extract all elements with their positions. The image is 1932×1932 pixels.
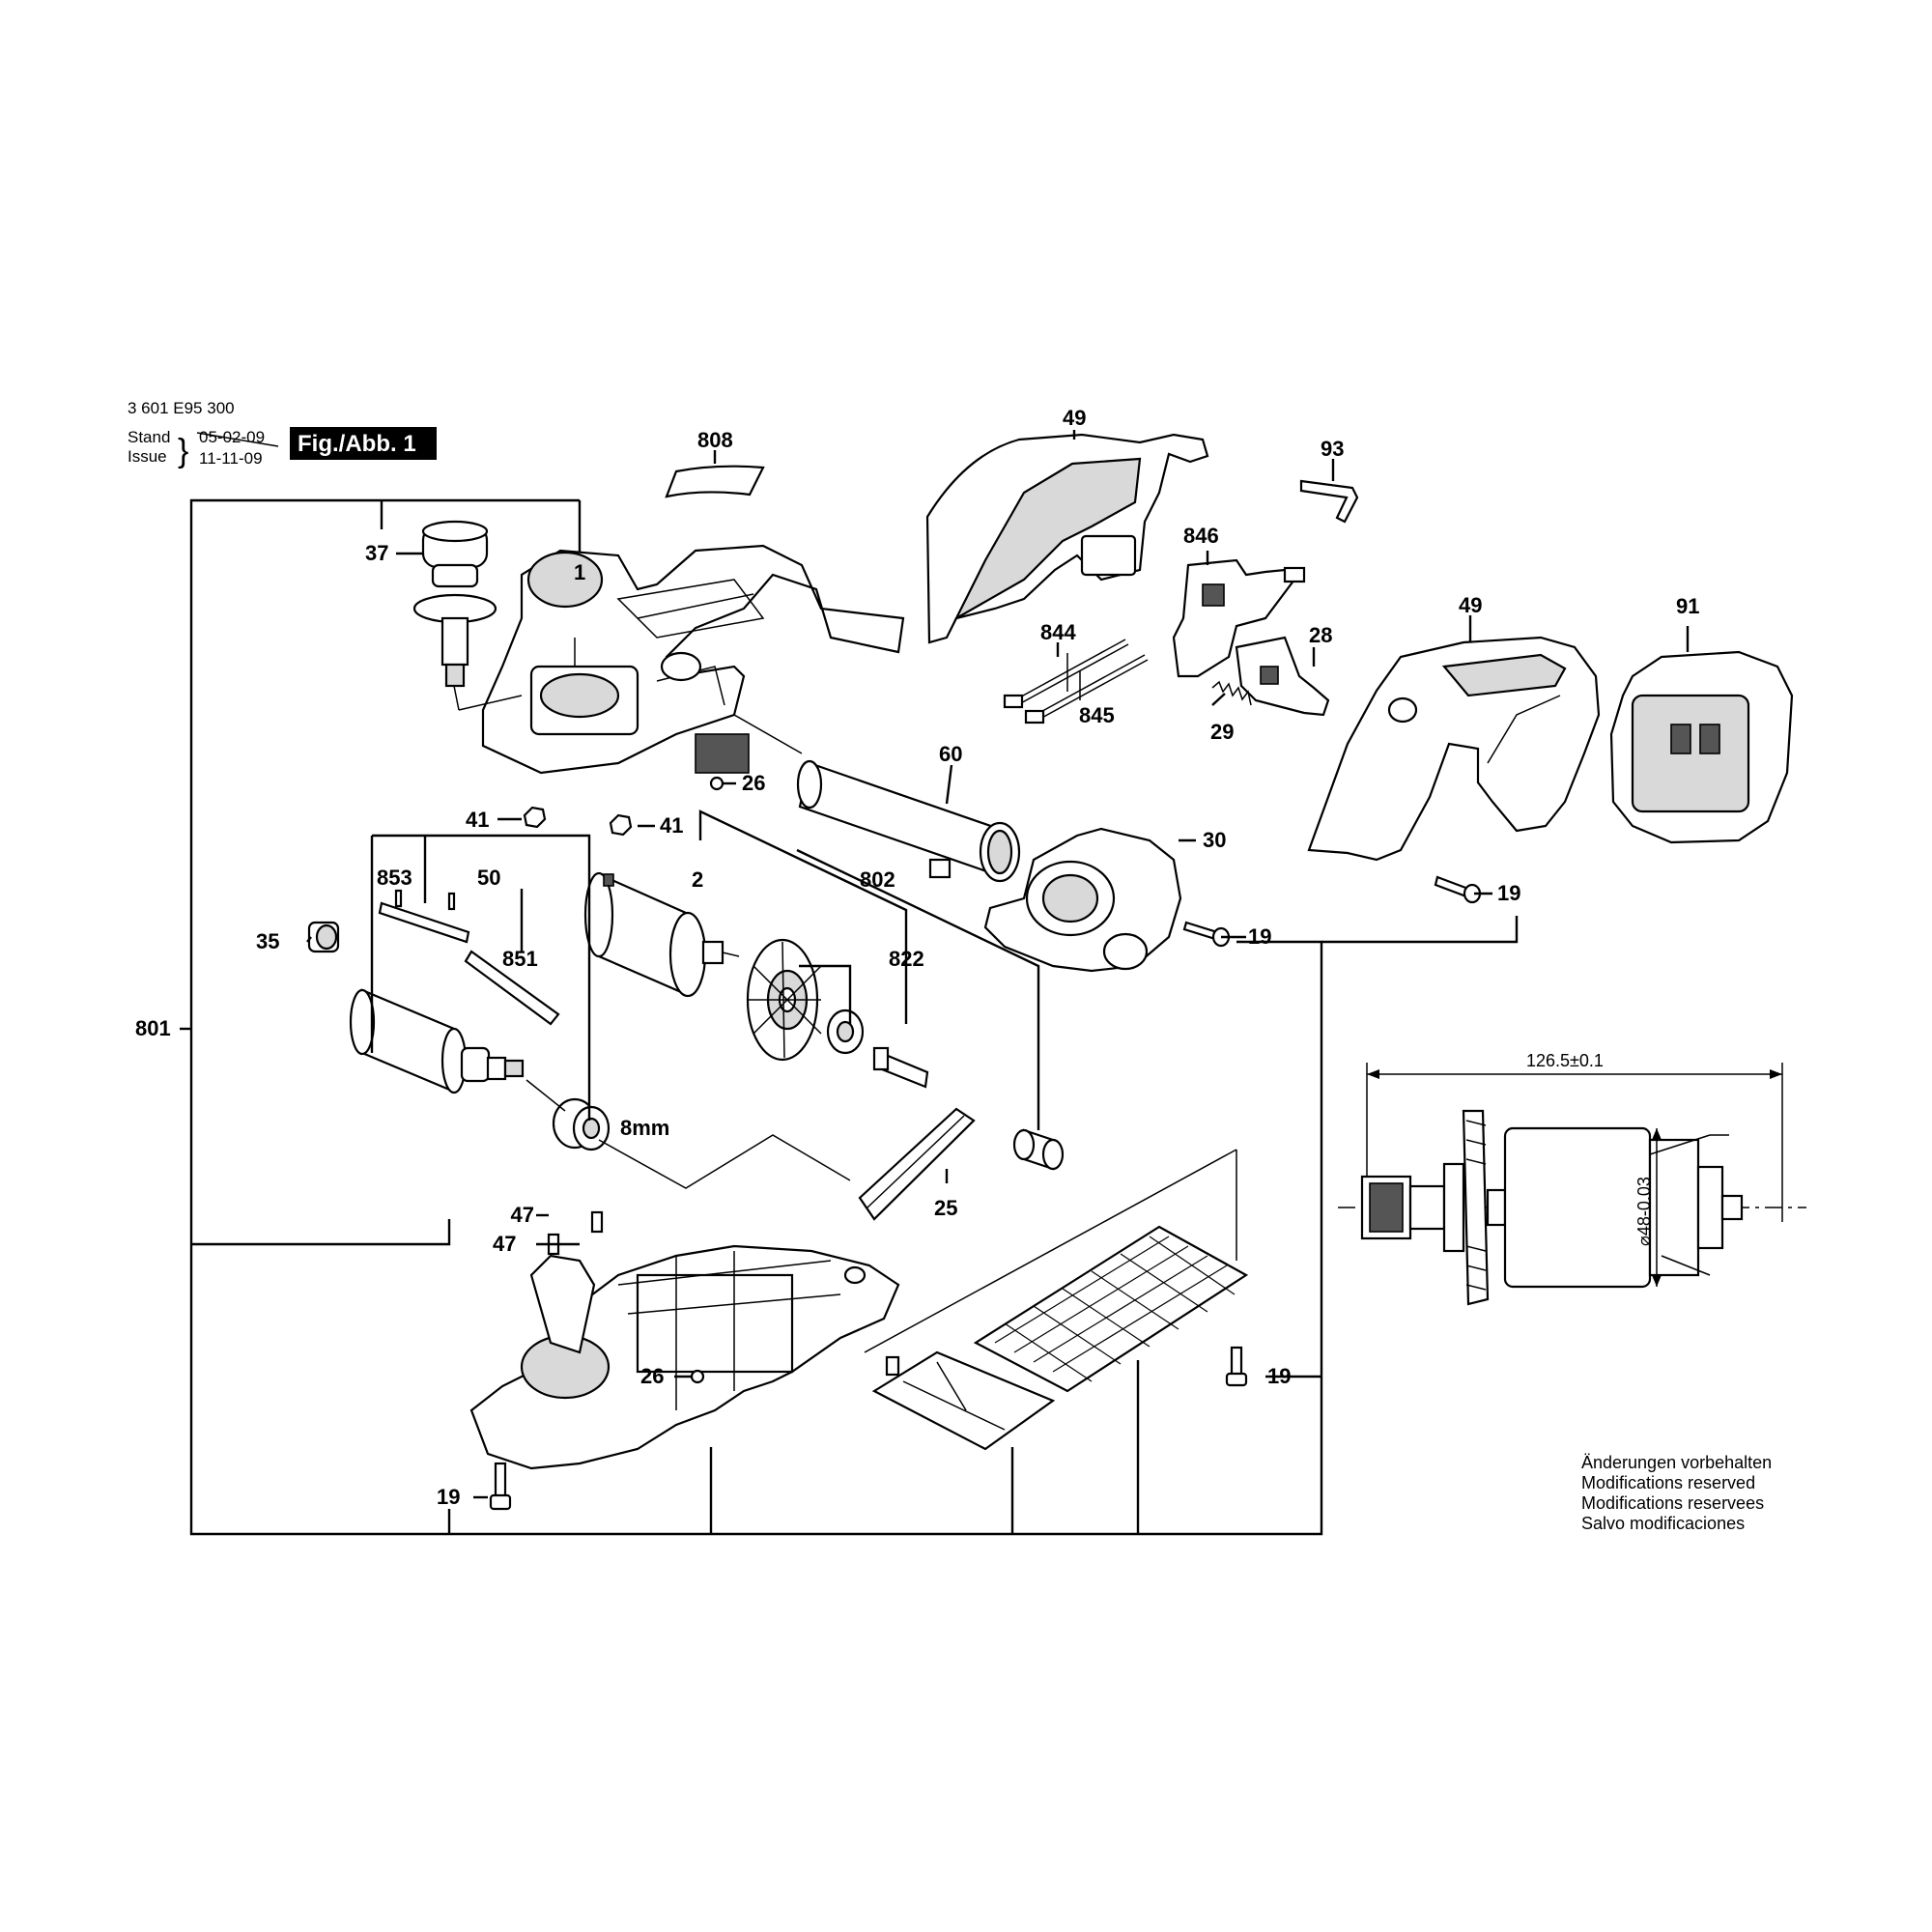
- part-49-upper-cover: [925, 433, 1209, 644]
- callout-93: 93: [1321, 437, 1344, 461]
- callout-29: 29: [1210, 720, 1234, 744]
- stand-date: 05-02-09: [199, 428, 265, 446]
- callout-19-handle: 19: [1497, 881, 1520, 905]
- doc-number: 3 601 E95 300: [128, 399, 235, 417]
- note-en: Modifications reserved: [1581, 1473, 1755, 1492]
- callout-labels: 808 49 93 37 1 846 844 845 28 29 49 91 2…: [135, 406, 1699, 1509]
- callout-853: 853: [377, 866, 412, 890]
- callout-19-base: 19: [437, 1485, 460, 1509]
- callout-41-left: 41: [466, 808, 489, 832]
- callout-35: 35: [256, 929, 279, 953]
- callout-49-handle: 49: [1459, 593, 1482, 617]
- part-19-screw-upper: [1182, 875, 1482, 948]
- part-49-handle: [1307, 636, 1601, 862]
- part-93-hex-key: [1299, 479, 1359, 524]
- length-dimension: 126.5±0.1: [1526, 1051, 1604, 1070]
- callout-2: 2: [692, 867, 703, 892]
- callout-844: 844: [1040, 620, 1076, 644]
- callout-41-right: 41: [660, 813, 683, 838]
- callout-28: 28: [1309, 623, 1332, 647]
- callout-25: 25: [934, 1196, 957, 1220]
- note-fr: Modifications reservees: [1581, 1493, 1764, 1513]
- note-es: Salvo modificaciones: [1581, 1514, 1745, 1533]
- part-846-switch: [1172, 558, 1306, 678]
- part-28-plug: [1235, 636, 1330, 717]
- part-26-41-nuts: [523, 776, 724, 837]
- part-1-housing: [481, 544, 905, 775]
- callout-801: 801: [135, 1016, 171, 1040]
- strikethrough-line: [196, 432, 279, 447]
- part-844-845-cable-ties: [1003, 639, 1149, 724]
- part-30-belt-cover: [983, 827, 1182, 973]
- part-35-bearing: [307, 921, 340, 953]
- callout-60: 60: [939, 742, 962, 766]
- note-de: Änderungen vorbehalten: [1581, 1453, 1772, 1472]
- callout-49-cover: 49: [1063, 406, 1086, 430]
- callout-19-plate: 19: [1267, 1364, 1291, 1388]
- callout-822: 822: [889, 947, 924, 971]
- header: 3 601 E95 300 Stand Issue } 05-02-09 11-…: [128, 399, 437, 469]
- callout-30: 30: [1203, 828, 1226, 852]
- diameter-dimension: ⌀48-0.03: [1634, 1177, 1654, 1246]
- part-60-tube: [733, 714, 1021, 883]
- assembly-bracket-801: [180, 498, 1519, 1536]
- callout-47-upper: 47: [511, 1203, 534, 1227]
- figure-label-box: [290, 427, 437, 460]
- sole-plate-grid: [973, 1225, 1249, 1393]
- callout-845: 845: [1079, 703, 1115, 727]
- part-802-pulley: [1012, 1128, 1065, 1171]
- issue-date: 11-11-09: [199, 449, 263, 468]
- callout-leaders: [306, 430, 1690, 1499]
- part-25-belt: [858, 1107, 976, 1221]
- part-8mm-pulley: [526, 1079, 851, 1189]
- part-50-cutter-drum: [349, 988, 525, 1094]
- part-2-motor: [583, 871, 740, 998]
- figure-label: Fig./Abb. 1: [298, 431, 416, 457]
- modifications-notes: Änderungen vorbehalten Modifications res…: [1581, 1453, 1772, 1533]
- callout-19-cover: 19: [1248, 924, 1271, 949]
- stand-label: Stand: [128, 428, 170, 446]
- brace-icon: }: [178, 433, 188, 469]
- leader-line-2: [864, 1149, 1237, 1353]
- callout-26-lower: 26: [640, 1364, 664, 1388]
- motor-detail-drawing: 126.5±0.1 ⌀48-0.03: [1338, 1051, 1806, 1306]
- part-808-label: [665, 465, 765, 498]
- base-housing: [469, 1244, 900, 1470]
- part-19-screws-lower: [489, 1210, 1248, 1511]
- part-91-battery: [1609, 650, 1794, 844]
- callout-91: 91: [1676, 594, 1699, 618]
- part-822-fan: [746, 938, 929, 1089]
- callout-846: 846: [1183, 524, 1219, 548]
- callout-802: 802: [860, 867, 895, 892]
- callout-1: 1: [574, 560, 585, 584]
- callout-47-lower: 47: [493, 1232, 516, 1256]
- small-plate: [871, 1350, 1056, 1451]
- callout-851: 851: [502, 947, 538, 971]
- issue-label: Issue: [128, 447, 167, 466]
- callout-26-upper: 26: [742, 771, 765, 795]
- callout-37: 37: [365, 541, 388, 565]
- callout-808: 808: [697, 428, 733, 452]
- part-37-knob: [412, 520, 576, 711]
- callout-8mm: 8mm: [620, 1116, 669, 1140]
- callout-50: 50: [477, 866, 500, 890]
- part-29-spring: [1211, 680, 1252, 706]
